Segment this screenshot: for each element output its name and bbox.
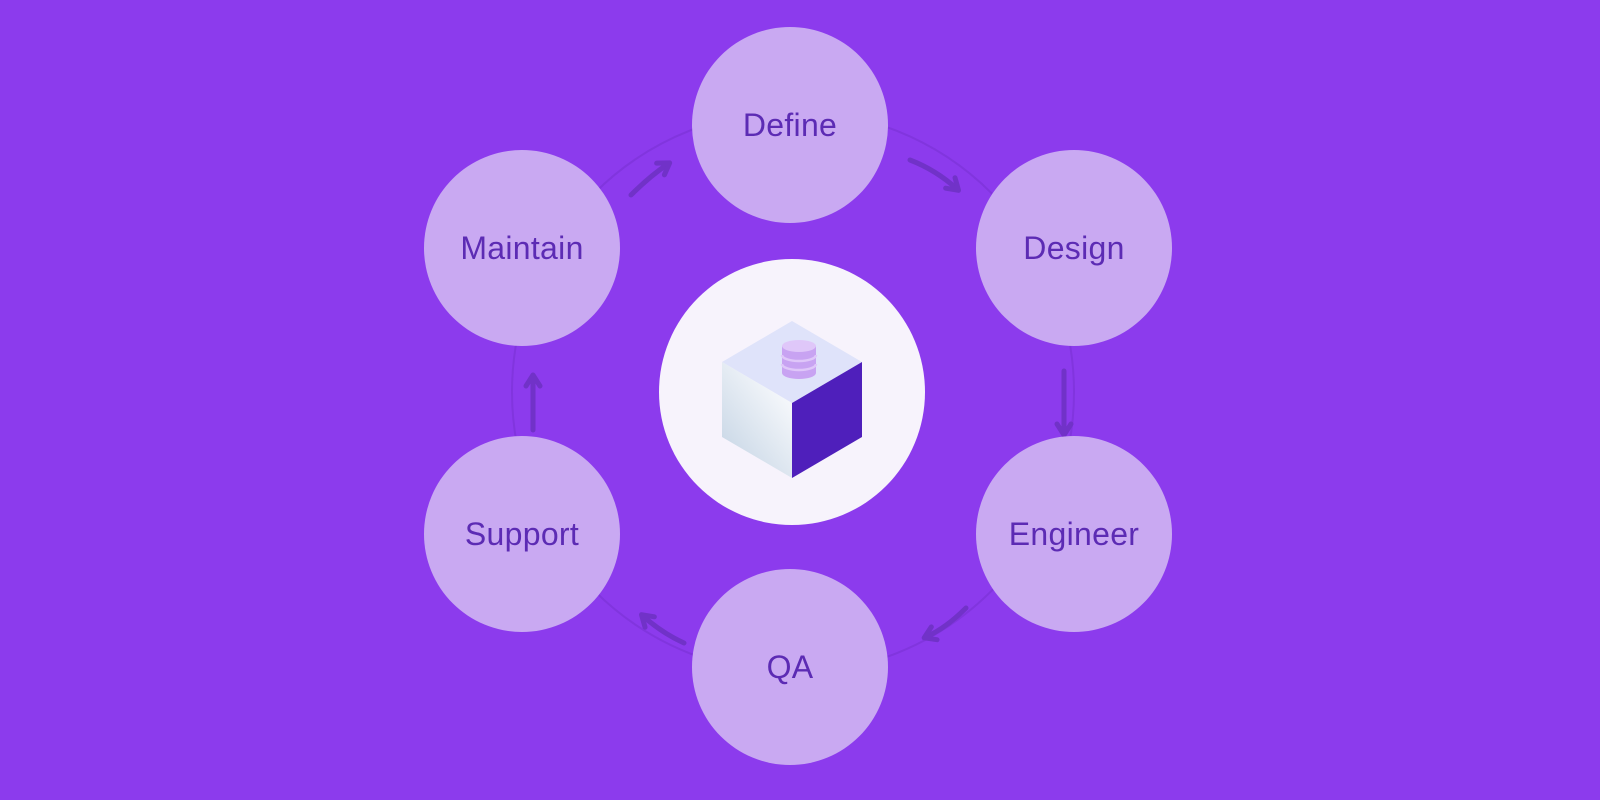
cube-right-face (792, 362, 862, 478)
node-maintain-label: Maintain (460, 229, 584, 266)
center-hub (659, 259, 925, 525)
node-support: Support (424, 436, 620, 632)
node-qa: QA (692, 569, 888, 765)
arrow-engineer-to-qa (921, 605, 969, 643)
cube-left-face (722, 362, 792, 478)
arrow-define-to-design (907, 157, 961, 193)
node-design: Design (976, 150, 1172, 346)
node-engineer: Engineer (976, 436, 1172, 632)
arrow-maintain-to-define (628, 160, 673, 198)
arrow-qa-to-support (639, 612, 687, 646)
node-define: Define (692, 27, 888, 223)
node-engineer-label: Engineer (1008, 515, 1140, 552)
node-support-label: Support (464, 515, 580, 552)
node-define-label: Define (742, 106, 838, 143)
database-cylinder-icon (780, 340, 818, 379)
node-design-label: Design (1023, 229, 1125, 266)
cube-database-icon (722, 321, 862, 478)
node-maintain: Maintain (424, 150, 620, 346)
node-qa-label: QA (766, 648, 814, 685)
